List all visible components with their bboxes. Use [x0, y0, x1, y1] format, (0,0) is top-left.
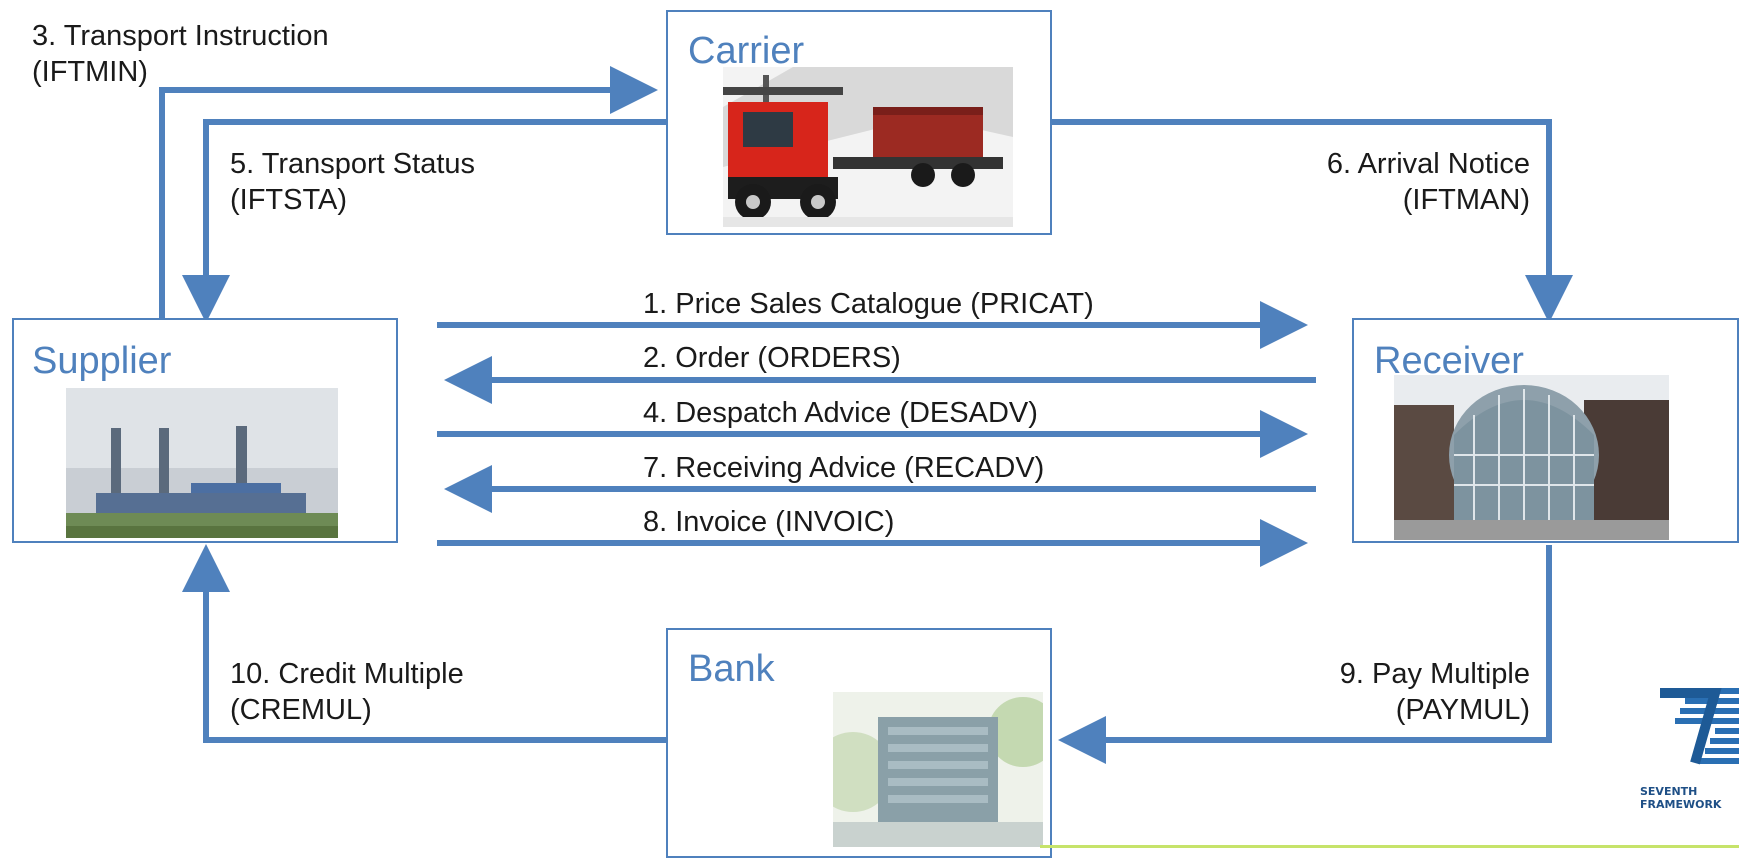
- fp7-logo-icon: [1660, 688, 1739, 765]
- label-credit-multiple: 10. Credit Multiple (CREMUL): [230, 656, 464, 728]
- label-arrival-notice: 6. Arrival Notice (IFTMAN): [1230, 146, 1530, 218]
- label-orders: 2. Order (ORDERS): [643, 342, 901, 374]
- label-arrival-notice-line2: (IFTMAN): [1402, 184, 1530, 216]
- label-recadv: 7. Receiving Advice (RECADV): [643, 452, 1045, 484]
- receiver-building-image: [1394, 375, 1669, 540]
- label-pricat: 1. Price Sales Catalogue (PRICAT): [643, 288, 1094, 320]
- label-credit-multiple-line2: (CREMUL): [230, 694, 372, 726]
- bank-box: Bank: [666, 628, 1052, 858]
- footer-strip: [1040, 845, 1739, 848]
- carrier-box: Carrier: [666, 10, 1052, 235]
- label-transport-status-line1: 5. Transport Status: [230, 148, 476, 180]
- receiver-box: Receiver: [1352, 318, 1739, 543]
- arrow-credit-multiple: [182, 544, 666, 743]
- label-pay-multiple: 9. Pay Multiple (PAYMUL): [1230, 656, 1530, 728]
- arrow-transport-instruction: [159, 66, 658, 322]
- label-transport-status: 5. Transport Status (IFTSTA): [230, 146, 475, 218]
- label-transport-status-line2: (IFTSTA): [230, 184, 348, 216]
- label-transport-instruction-line1: 3. Transport Instruction: [32, 20, 329, 52]
- label-pay-multiple-line2: (PAYMUL): [1395, 694, 1530, 726]
- label-desadv: 4. Despatch Advice (DESADV): [643, 397, 1038, 429]
- label-transport-instruction-line2: (IFTMIN): [32, 56, 148, 88]
- label-invoic: 8. Invoice (INVOIC): [643, 506, 895, 538]
- label-transport-instruction: 3. Transport Instruction (IFTMIN): [32, 18, 329, 90]
- arrow-arrival-notice: [1052, 119, 1573, 323]
- carrier-truck-image: [723, 67, 1013, 227]
- fp7-logo: SEVENTH FRAMEWORK PROGRAMME: [1640, 683, 1739, 813]
- arrow-pay-multiple: [1058, 545, 1552, 764]
- supplier-box: Supplier: [12, 318, 398, 543]
- arrow-transport-status: [182, 119, 666, 323]
- label-credit-multiple-line1: 10. Credit Multiple: [230, 658, 464, 690]
- carrier-title: Carrier: [688, 30, 805, 72]
- label-pay-multiple-line1: 9. Pay Multiple: [1339, 658, 1530, 690]
- bank-title: Bank: [688, 648, 775, 690]
- supplier-title: Supplier: [32, 340, 172, 382]
- bank-building-image: [833, 692, 1043, 847]
- receiver-title: Receiver: [1374, 340, 1524, 382]
- label-arrival-notice-line1: 6. Arrival Notice: [1326, 148, 1530, 180]
- fp7-logo-text: SEVENTH FRAMEWORK PROGRAMME: [1640, 785, 1722, 813]
- supplier-factory-image: [66, 388, 338, 538]
